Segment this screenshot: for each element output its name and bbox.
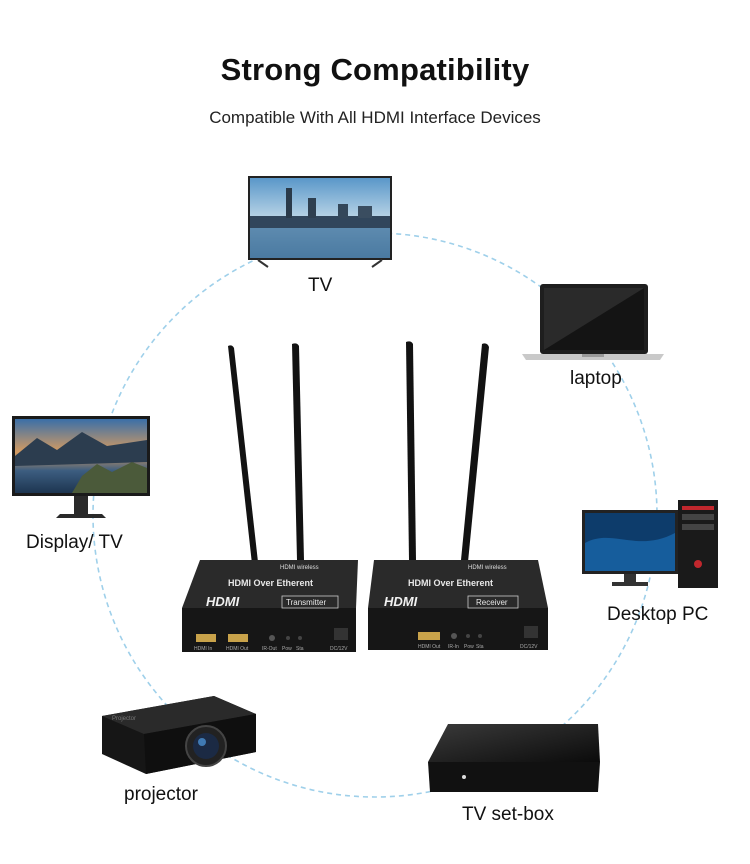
page-subtitle: Compatible With All HDMI Interface Devic… — [209, 108, 541, 127]
receiver-port-out-text: HDMI Out — [418, 644, 441, 650]
laptop-label: laptop — [570, 368, 622, 389]
tv-set-box-label: TV set-box — [462, 804, 554, 825]
receiver-dc-text: DC/12V — [520, 644, 538, 650]
desktop-pc-image — [582, 500, 718, 588]
transmitter-dc-text: DC/12V — [330, 646, 348, 652]
laptop-image — [522, 284, 664, 360]
transmitter-ir-text: IR-Out — [262, 646, 277, 652]
receiver-ir-text: IR-In — [448, 644, 459, 650]
receiver-pow-text: Pow — [464, 644, 474, 650]
transmitter-port-in-text: HDMI In — [194, 646, 213, 652]
receiver-role-text: Receiver — [476, 598, 508, 607]
transmitter-port-out-text: HDMI Out — [226, 646, 249, 652]
transmitter-pow-text: Pow — [282, 646, 292, 652]
projector-image: Projector — [102, 696, 256, 774]
transmitter-model-text: HDMI Over Etherent — [228, 578, 313, 588]
receiver-hdmi-logo: HDMI — [384, 594, 418, 609]
tv-image — [248, 176, 392, 268]
projector-label: projector — [124, 784, 198, 805]
tv-set-box-image — [428, 724, 600, 792]
page-title: Strong Compatibility — [220, 52, 530, 87]
display-label: Display/ TV — [26, 532, 123, 553]
display-monitor-image — [12, 416, 150, 518]
receiver-model-text: HDMI Over Etherent — [408, 578, 493, 588]
hdmi-extender-product: HDMI wireless HDMI Over Etherent HDMI Tr… — [182, 341, 548, 652]
transmitter-sta-text: Sta — [296, 646, 304, 652]
projector-brand: Projector — [112, 716, 136, 722]
receiver-brand-text: HDMI wireless — [468, 565, 507, 571]
tv-label: TV — [308, 275, 333, 296]
transmitter-brand-text: HDMI wireless — [280, 565, 319, 571]
desktop-pc-label: Desktop PC — [607, 604, 709, 625]
receiver-sta-text: Sta — [476, 644, 484, 650]
transmitter-hdmi-logo: HDMI — [206, 594, 240, 609]
transmitter-role-text: Transmitter — [286, 598, 326, 607]
